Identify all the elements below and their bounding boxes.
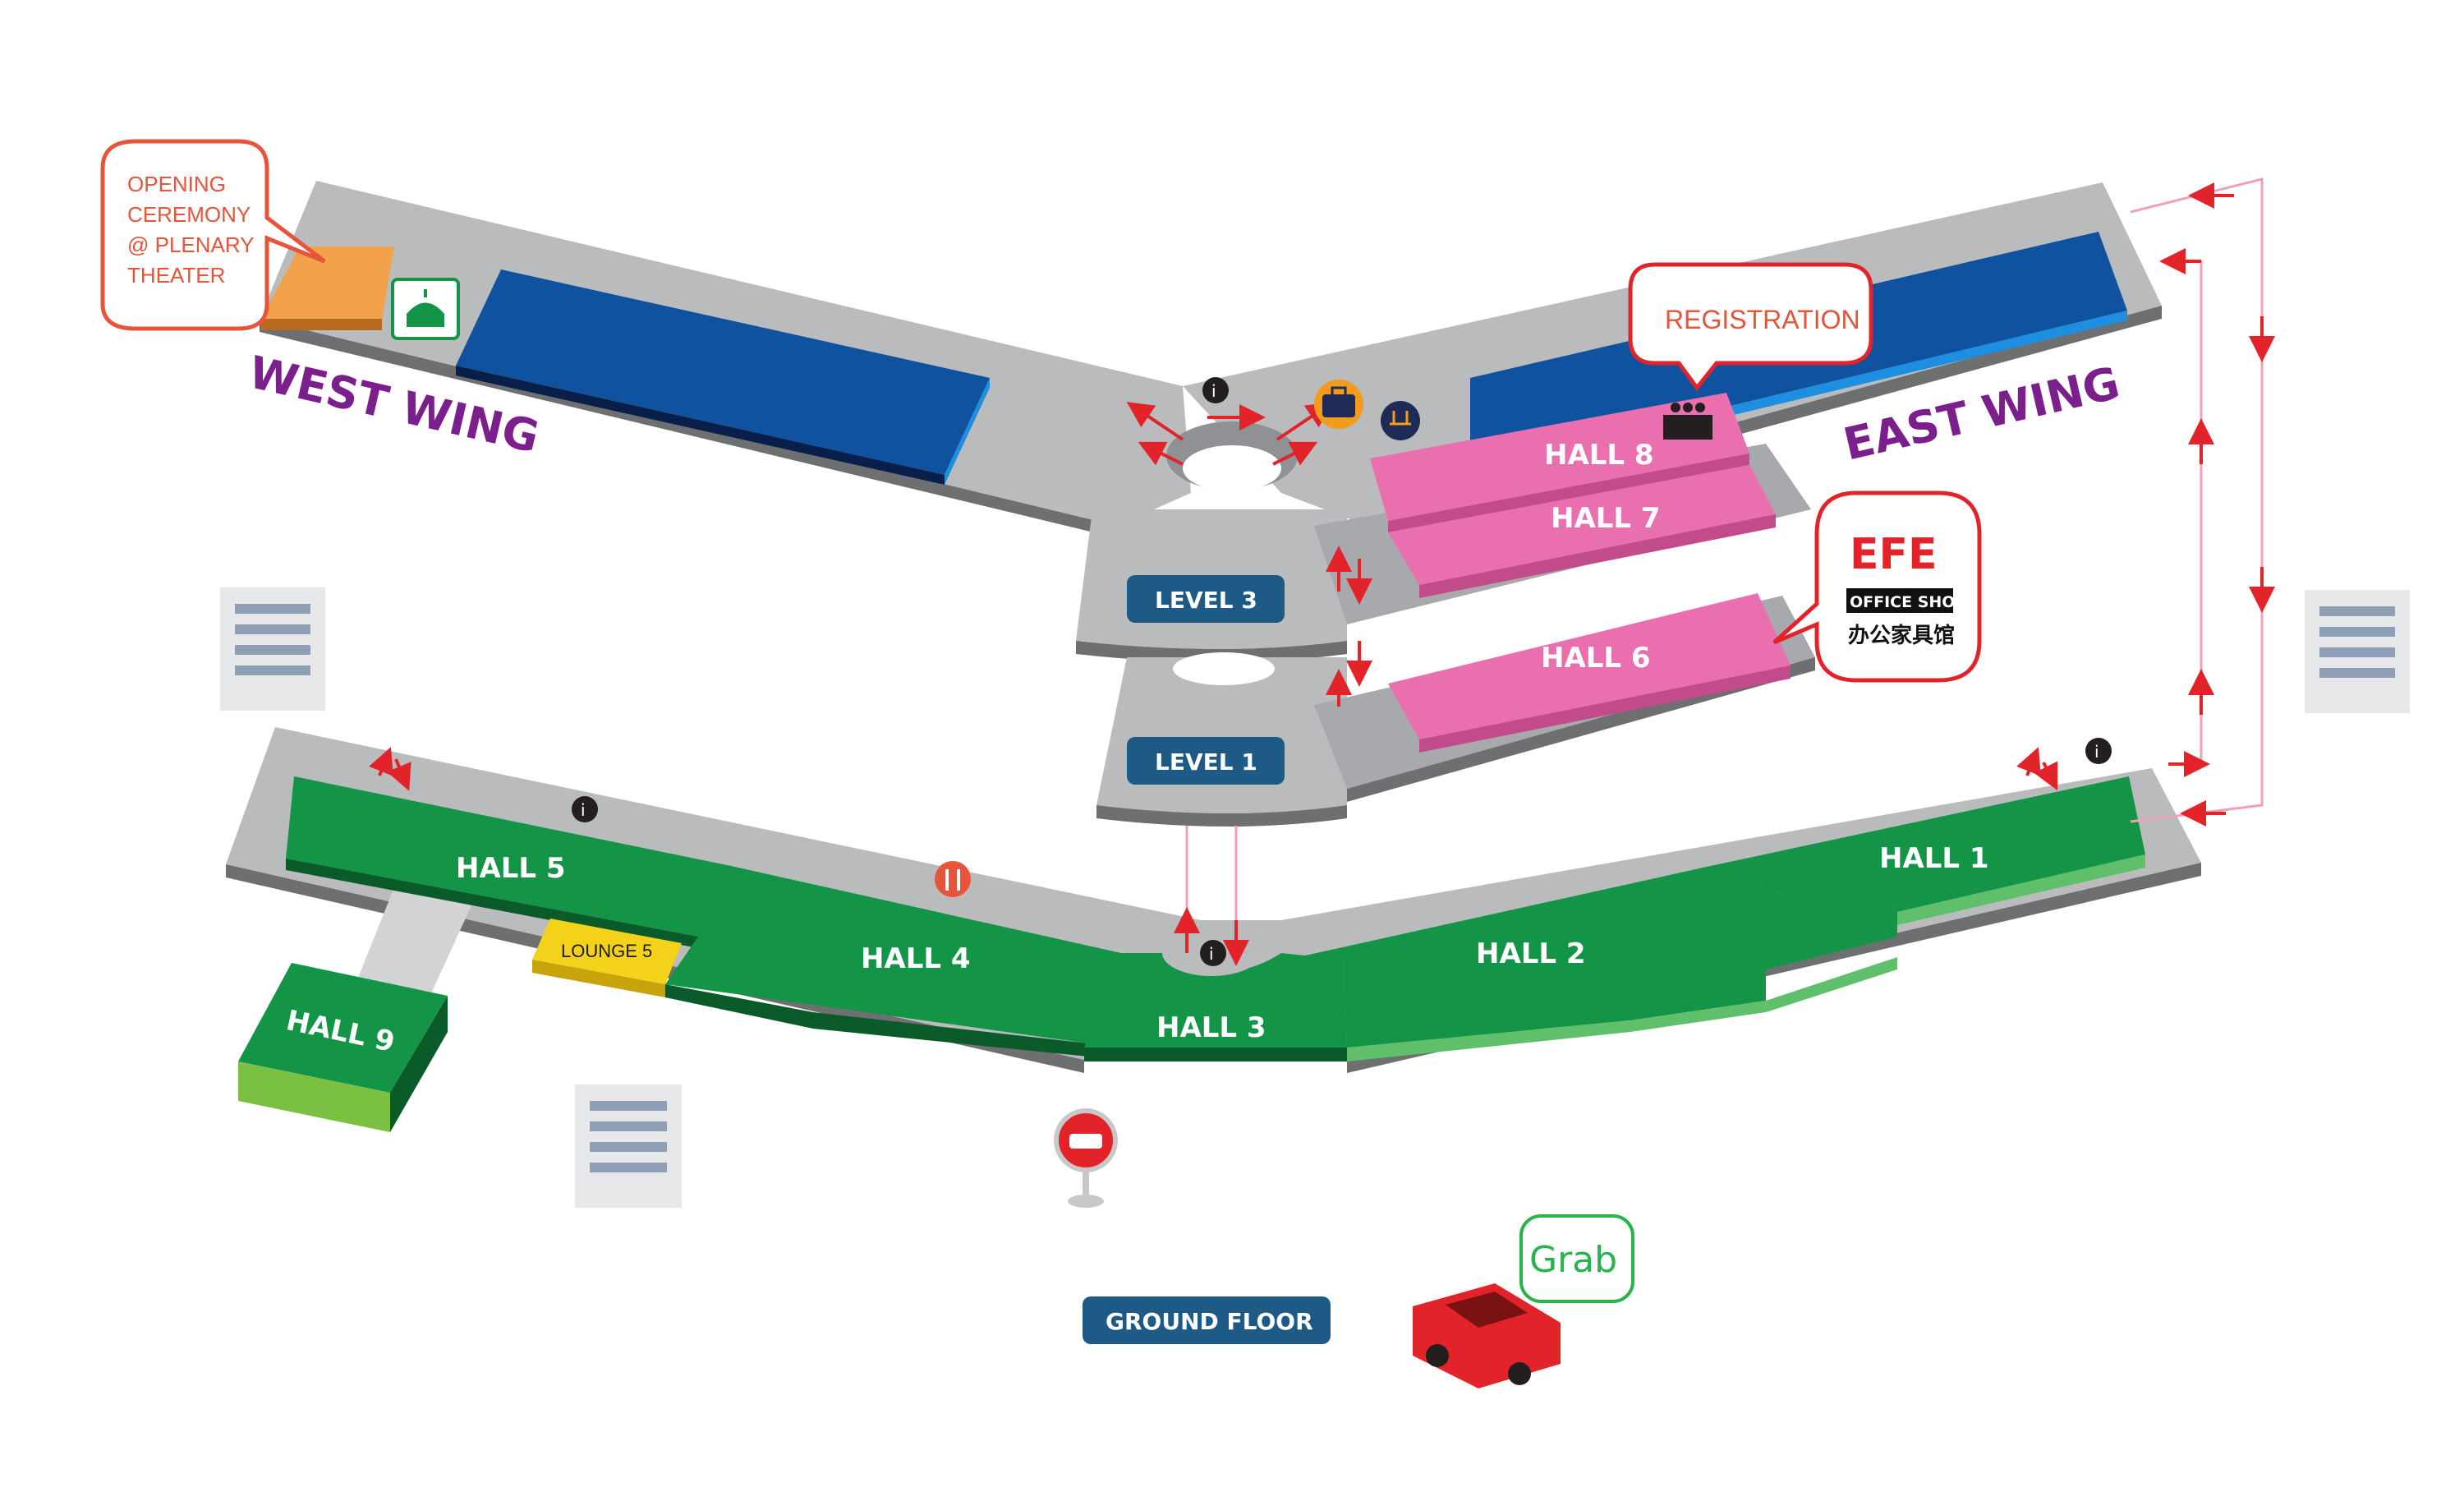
level-1-label: LEVEL 1: [1155, 748, 1257, 776]
hall-2[interactable]: HALL 2: [1298, 867, 1897, 1061]
hall-5-label: HALL 5: [456, 852, 566, 885]
opening-line-1: OPENING: [127, 172, 226, 196]
svg-text:i: i: [1211, 381, 1216, 401]
hall-9[interactable]: HALL 9: [238, 963, 448, 1132]
level-3-label: LEVEL 3: [1155, 587, 1257, 614]
hall-7[interactable]: HALL 7: [1388, 465, 1776, 598]
level-3-pill[interactable]: LEVEL 3: [1127, 575, 1285, 623]
charging-icon: [1381, 401, 1420, 440]
plenary-theater[interactable]: [261, 246, 394, 330]
hall-3-label: HALL 3: [1156, 1011, 1266, 1044]
info-icon: i: [572, 796, 598, 822]
lounge-5[interactable]: LOUNGE 5: [532, 919, 682, 997]
info-icon: i: [1200, 940, 1226, 966]
hall-6[interactable]: HALL 6: [1388, 593, 1791, 753]
level-1-pill[interactable]: LEVEL 1: [1127, 737, 1285, 785]
hall-8-label: HALL 8: [1544, 439, 1654, 472]
hall-1-label: HALL 1: [1879, 842, 1989, 875]
hall-4[interactable]: HALL 4: [665, 866, 1121, 1057]
luggage-icon: [1314, 380, 1363, 429]
hotel-building-icon: [575, 1084, 682, 1208]
registration-desk-icon: [1663, 403, 1712, 440]
efe-chinese-label: 办公家具馆: [1848, 623, 1955, 648]
hotel-building-icon: [2305, 590, 2410, 713]
hall-4-label: HALL 4: [861, 942, 971, 975]
opening-line-2: CEREMONY: [127, 202, 251, 227]
hotel-building-icon: [220, 587, 325, 711]
hall-2-label: HALL 2: [1476, 937, 1586, 970]
ground-floor-pill[interactable]: GROUND FLOOR: [1083, 1296, 1331, 1344]
hall-1[interactable]: HALL 1: [1707, 776, 2145, 937]
registration-callout: REGISTRATION: [1628, 262, 1873, 392]
ground-floor-label: GROUND FLOOR: [1106, 1308, 1313, 1335]
svg-text:i: i: [581, 800, 586, 820]
hall-8[interactable]: HALL 8: [1370, 393, 1749, 532]
escalator-arrows: [369, 177, 2275, 966]
efe-logo: EFE: [1850, 530, 1938, 579]
lounge-5-label: LOUNGE 5: [561, 941, 652, 961]
grab-label: Grab: [1529, 1239, 1617, 1281]
registration-label: REGISTRATION: [1665, 305, 1860, 334]
grab-logo: Grab: [1519, 1214, 1634, 1303]
prayer-room-icon: [391, 278, 460, 340]
dining-icon: [935, 861, 971, 897]
efe-office-show: OFFICE SHOW: [1850, 593, 1972, 611]
info-icon: i: [1202, 377, 1229, 403]
car-icon: [1413, 1283, 1561, 1388]
west-wing-hall[interactable]: [456, 269, 990, 485]
efe-office-show-callout: EFE OFFICE SHOW 办公家具馆: [1772, 490, 1982, 683]
taxi-icon: [1054, 1108, 1118, 1208]
opening-ceremony-callout: OPENING CEREMONY @ PLENARY THEATER: [100, 139, 326, 331]
hall-6-label: HALL 6: [1541, 642, 1651, 675]
svg-text:i: i: [1209, 944, 1214, 964]
info-icon: i: [2085, 738, 2112, 764]
svg-text:i: i: [2094, 742, 2099, 762]
opening-line-3: @ PLENARY: [127, 233, 255, 257]
hall-7-label: HALL 7: [1551, 502, 1661, 535]
opening-line-4: THEATER: [127, 263, 225, 288]
hall-5[interactable]: HALL 5: [286, 776, 731, 948]
